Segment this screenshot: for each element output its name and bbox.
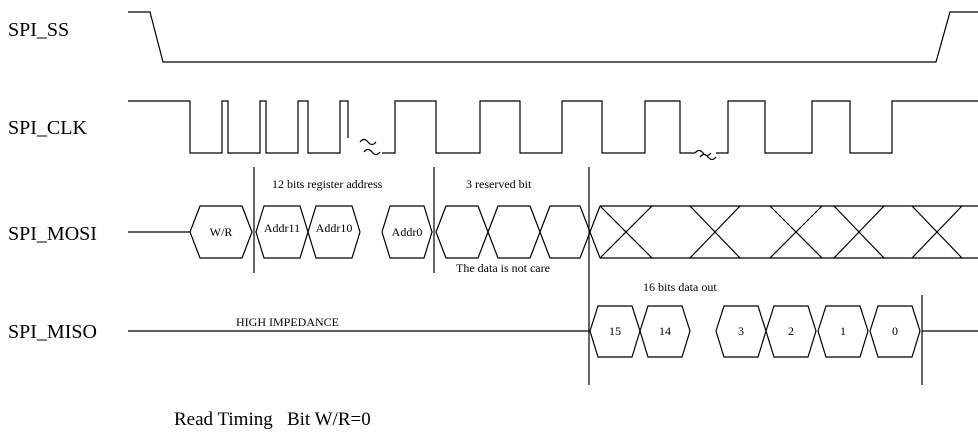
miso-cell-1-text: 1	[840, 324, 846, 338]
spi-clk-waveform-1	[128, 100, 349, 154]
miso-cell-0	[869, 305, 921, 358]
mosi-dont-care-region	[589, 205, 978, 259]
miso-cell-1	[817, 305, 869, 358]
clk-break-mark-2	[694, 149, 717, 161]
label-spi-clk: SPI_CLK	[8, 117, 87, 139]
diagram-caption: Read Timing Bit W/R=0	[174, 409, 371, 430]
miso-cell-14-text: 14	[659, 324, 671, 338]
mosi-cell-addr10-text: Addr10	[316, 221, 353, 235]
spi-ss-waveform	[128, 11, 978, 63]
annotation-data-out: 16 bits data out	[643, 280, 717, 294]
mosi-cell-addr10	[307, 205, 361, 259]
spi-clk-waveform-2	[382, 100, 695, 154]
mosi-reserved-cell-3	[539, 205, 591, 259]
mosi-reserved-cell-2	[487, 205, 541, 259]
annotation-high-impedance: HIGH IMPEDANCE	[236, 315, 339, 329]
miso-cell-14	[639, 305, 691, 358]
miso-cell-2	[765, 305, 817, 358]
annotation-reserved-bits: 3 reserved bit	[466, 177, 532, 191]
mosi-cell-addr0-text: Addr0	[392, 225, 423, 239]
label-spi-ss: SPI_SS	[8, 19, 69, 41]
miso-cell-0-text: 0	[892, 324, 898, 338]
annotation-not-care: The data is not care	[456, 261, 550, 275]
mosi-cell-wr	[189, 205, 253, 259]
miso-cell-2-text: 2	[788, 324, 794, 338]
mosi-cell-addr0	[381, 205, 433, 259]
mosi-reserved-cell-1	[435, 205, 489, 259]
mosi-cell-addr11-text: Addr11	[264, 221, 300, 235]
miso-cell-3-text: 3	[738, 324, 744, 338]
label-spi-mosi: SPI_MOSI	[8, 223, 97, 245]
mosi-cell-wr-text: W/R	[210, 225, 233, 239]
clk-break-mark-1	[359, 138, 381, 156]
spi-clk-waveform-3	[716, 100, 978, 154]
miso-cell-15-text: 15	[609, 324, 621, 338]
label-spi-miso: SPI_MISO	[8, 321, 97, 343]
annotation-address-bits: 12 bits register address	[272, 177, 383, 191]
